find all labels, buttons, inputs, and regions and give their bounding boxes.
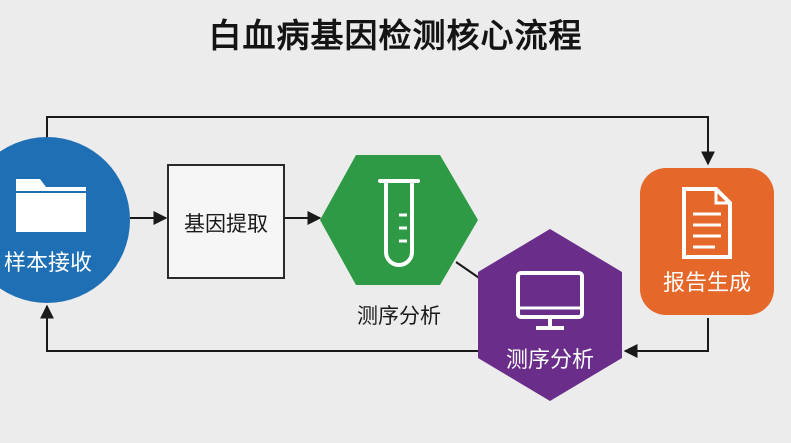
connector-bottom-return bbox=[623, 318, 709, 358]
monitor-icon bbox=[516, 271, 584, 330]
test-tube-icon bbox=[378, 179, 420, 267]
diagram-title: 白血病基因检测核心流程 bbox=[208, 16, 583, 55]
node-sample-receive bbox=[0, 137, 130, 303]
label-report-generate: 报告生成 bbox=[662, 271, 751, 296]
node-sequencing-purple bbox=[478, 229, 622, 401]
folder-icon bbox=[16, 179, 86, 232]
label-sequencing-purple: 测序分析 bbox=[505, 348, 594, 373]
connector-top-loop bbox=[46, 116, 715, 166]
node-report-generate bbox=[640, 168, 774, 315]
label-gene-extract: 基因提取 bbox=[184, 212, 268, 236]
label-sample-receive: 样本接收 bbox=[3, 251, 92, 276]
label-sequencing-green: 测序分析 bbox=[357, 304, 441, 328]
connector-bottom-to-receive bbox=[40, 304, 478, 352]
node-sequencing-green bbox=[320, 155, 478, 285]
document-icon bbox=[682, 187, 732, 259]
node-gene-extract bbox=[167, 164, 285, 279]
